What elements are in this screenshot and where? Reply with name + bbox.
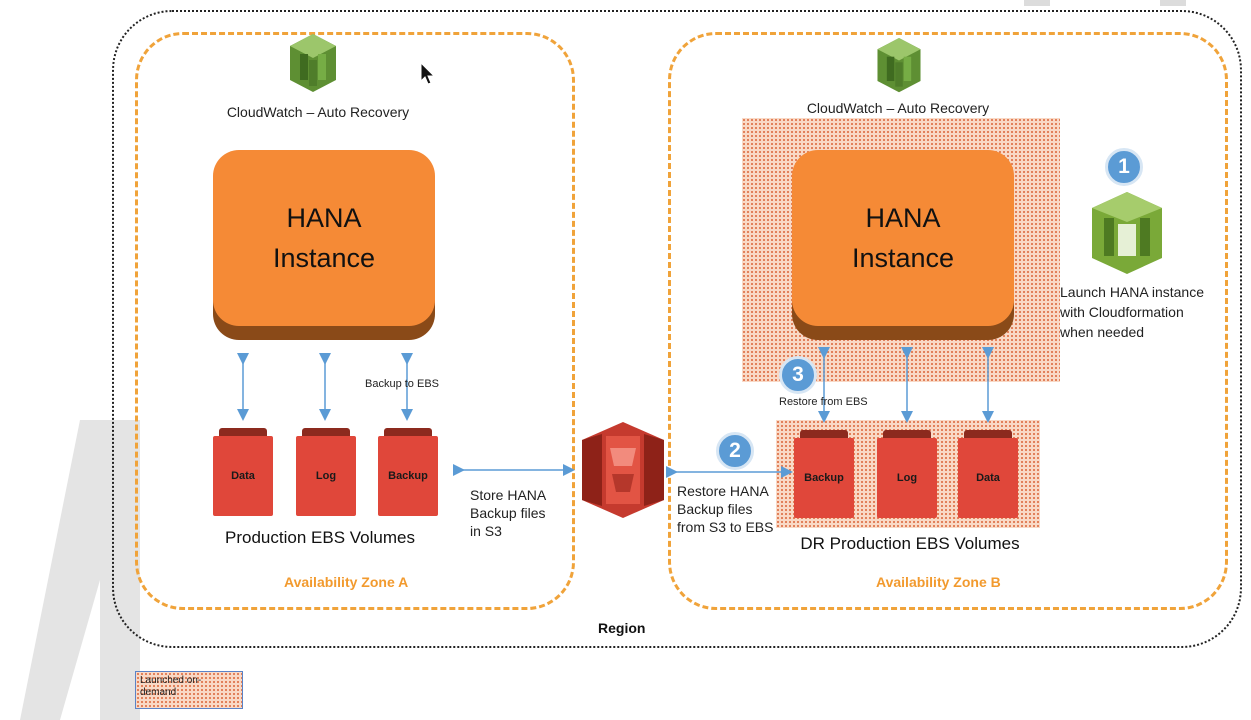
volume-label: Log	[315, 470, 337, 482]
hana-instance: HANA Instance	[213, 150, 435, 340]
restore-from-s3-label: Restore HANA Backup files from S3 to EBS	[677, 482, 773, 536]
ebs-volume: Log	[877, 430, 937, 518]
hana-title: HANA	[286, 203, 362, 233]
region-label: Region	[598, 620, 646, 636]
step-3-badge: 3	[779, 356, 817, 394]
volume-label: Log	[896, 472, 918, 484]
launch-line: with Cloudformation	[1060, 304, 1184, 320]
step-1-badge: 1	[1105, 148, 1143, 186]
launch-line: Launch HANA instance	[1060, 284, 1204, 300]
backup-to-ebs-label: Backup to EBS	[365, 378, 439, 390]
watermark-shape	[20, 420, 140, 720]
zone-a-label: Availability Zone A	[284, 574, 409, 590]
step-2-badge: 2	[716, 432, 754, 470]
s3-icon	[582, 422, 664, 518]
mouse-cursor-icon	[420, 62, 436, 85]
volume-label: Backup	[388, 470, 428, 482]
cloudwatch-icon	[877, 38, 921, 93]
legend-line: demand	[140, 687, 177, 698]
ebs-volume: Data	[958, 430, 1018, 518]
restore-from-ebs-label: Restore from EBS	[779, 396, 868, 408]
launch-line: when needed	[1060, 324, 1145, 340]
hana-title: HANA	[865, 203, 941, 233]
scroll-stub	[1024, 0, 1050, 6]
cloudwatch-label: CloudWatch – Auto Recovery	[226, 104, 410, 120]
ebs-volume: Data	[213, 428, 273, 516]
ebs-volume: Log	[296, 428, 356, 516]
availability-zone-a	[135, 32, 575, 610]
ebs-volume: Backup	[794, 430, 854, 518]
zone-b-label: Availability Zone B	[876, 574, 1001, 590]
volume-label: Backup	[804, 472, 844, 484]
ebs-volume: Backup	[378, 428, 438, 516]
cloudwatch-icon	[290, 34, 336, 92]
store-line: Store HANA	[470, 487, 547, 503]
cloudformation-icon	[1092, 192, 1162, 274]
production-ebs-caption: Production EBS Volumes	[225, 528, 415, 547]
dr-ebs-caption: DR Production EBS Volumes	[800, 534, 1020, 553]
launch-cloudformation-label: Launch HANA instance with Cloudformation…	[1060, 282, 1204, 342]
store-in-s3-label: Store HANA Backup files in S3	[470, 486, 546, 540]
cloudwatch-label: CloudWatch – Auto Recovery	[806, 100, 990, 116]
volume-label: Data	[231, 470, 255, 482]
store-line: in S3	[470, 523, 502, 539]
hana-instance-dr: HANA Instance	[792, 150, 1014, 340]
restore-line: from S3 to EBS	[677, 519, 774, 535]
legend-line: Launched on-	[140, 675, 202, 686]
availability-zone-b	[668, 32, 1228, 610]
legend-on-demand: Launched on- demand	[135, 671, 243, 709]
restore-line: Restore HANA	[677, 483, 769, 499]
hana-subtitle: Instance	[851, 243, 955, 273]
store-line: Backup files	[470, 505, 546, 521]
hana-subtitle: Instance	[272, 243, 376, 273]
scroll-stub	[1160, 0, 1186, 6]
region-boundary	[112, 10, 1242, 648]
volume-label: Data	[976, 472, 1000, 484]
restore-line: Backup files	[677, 501, 753, 517]
